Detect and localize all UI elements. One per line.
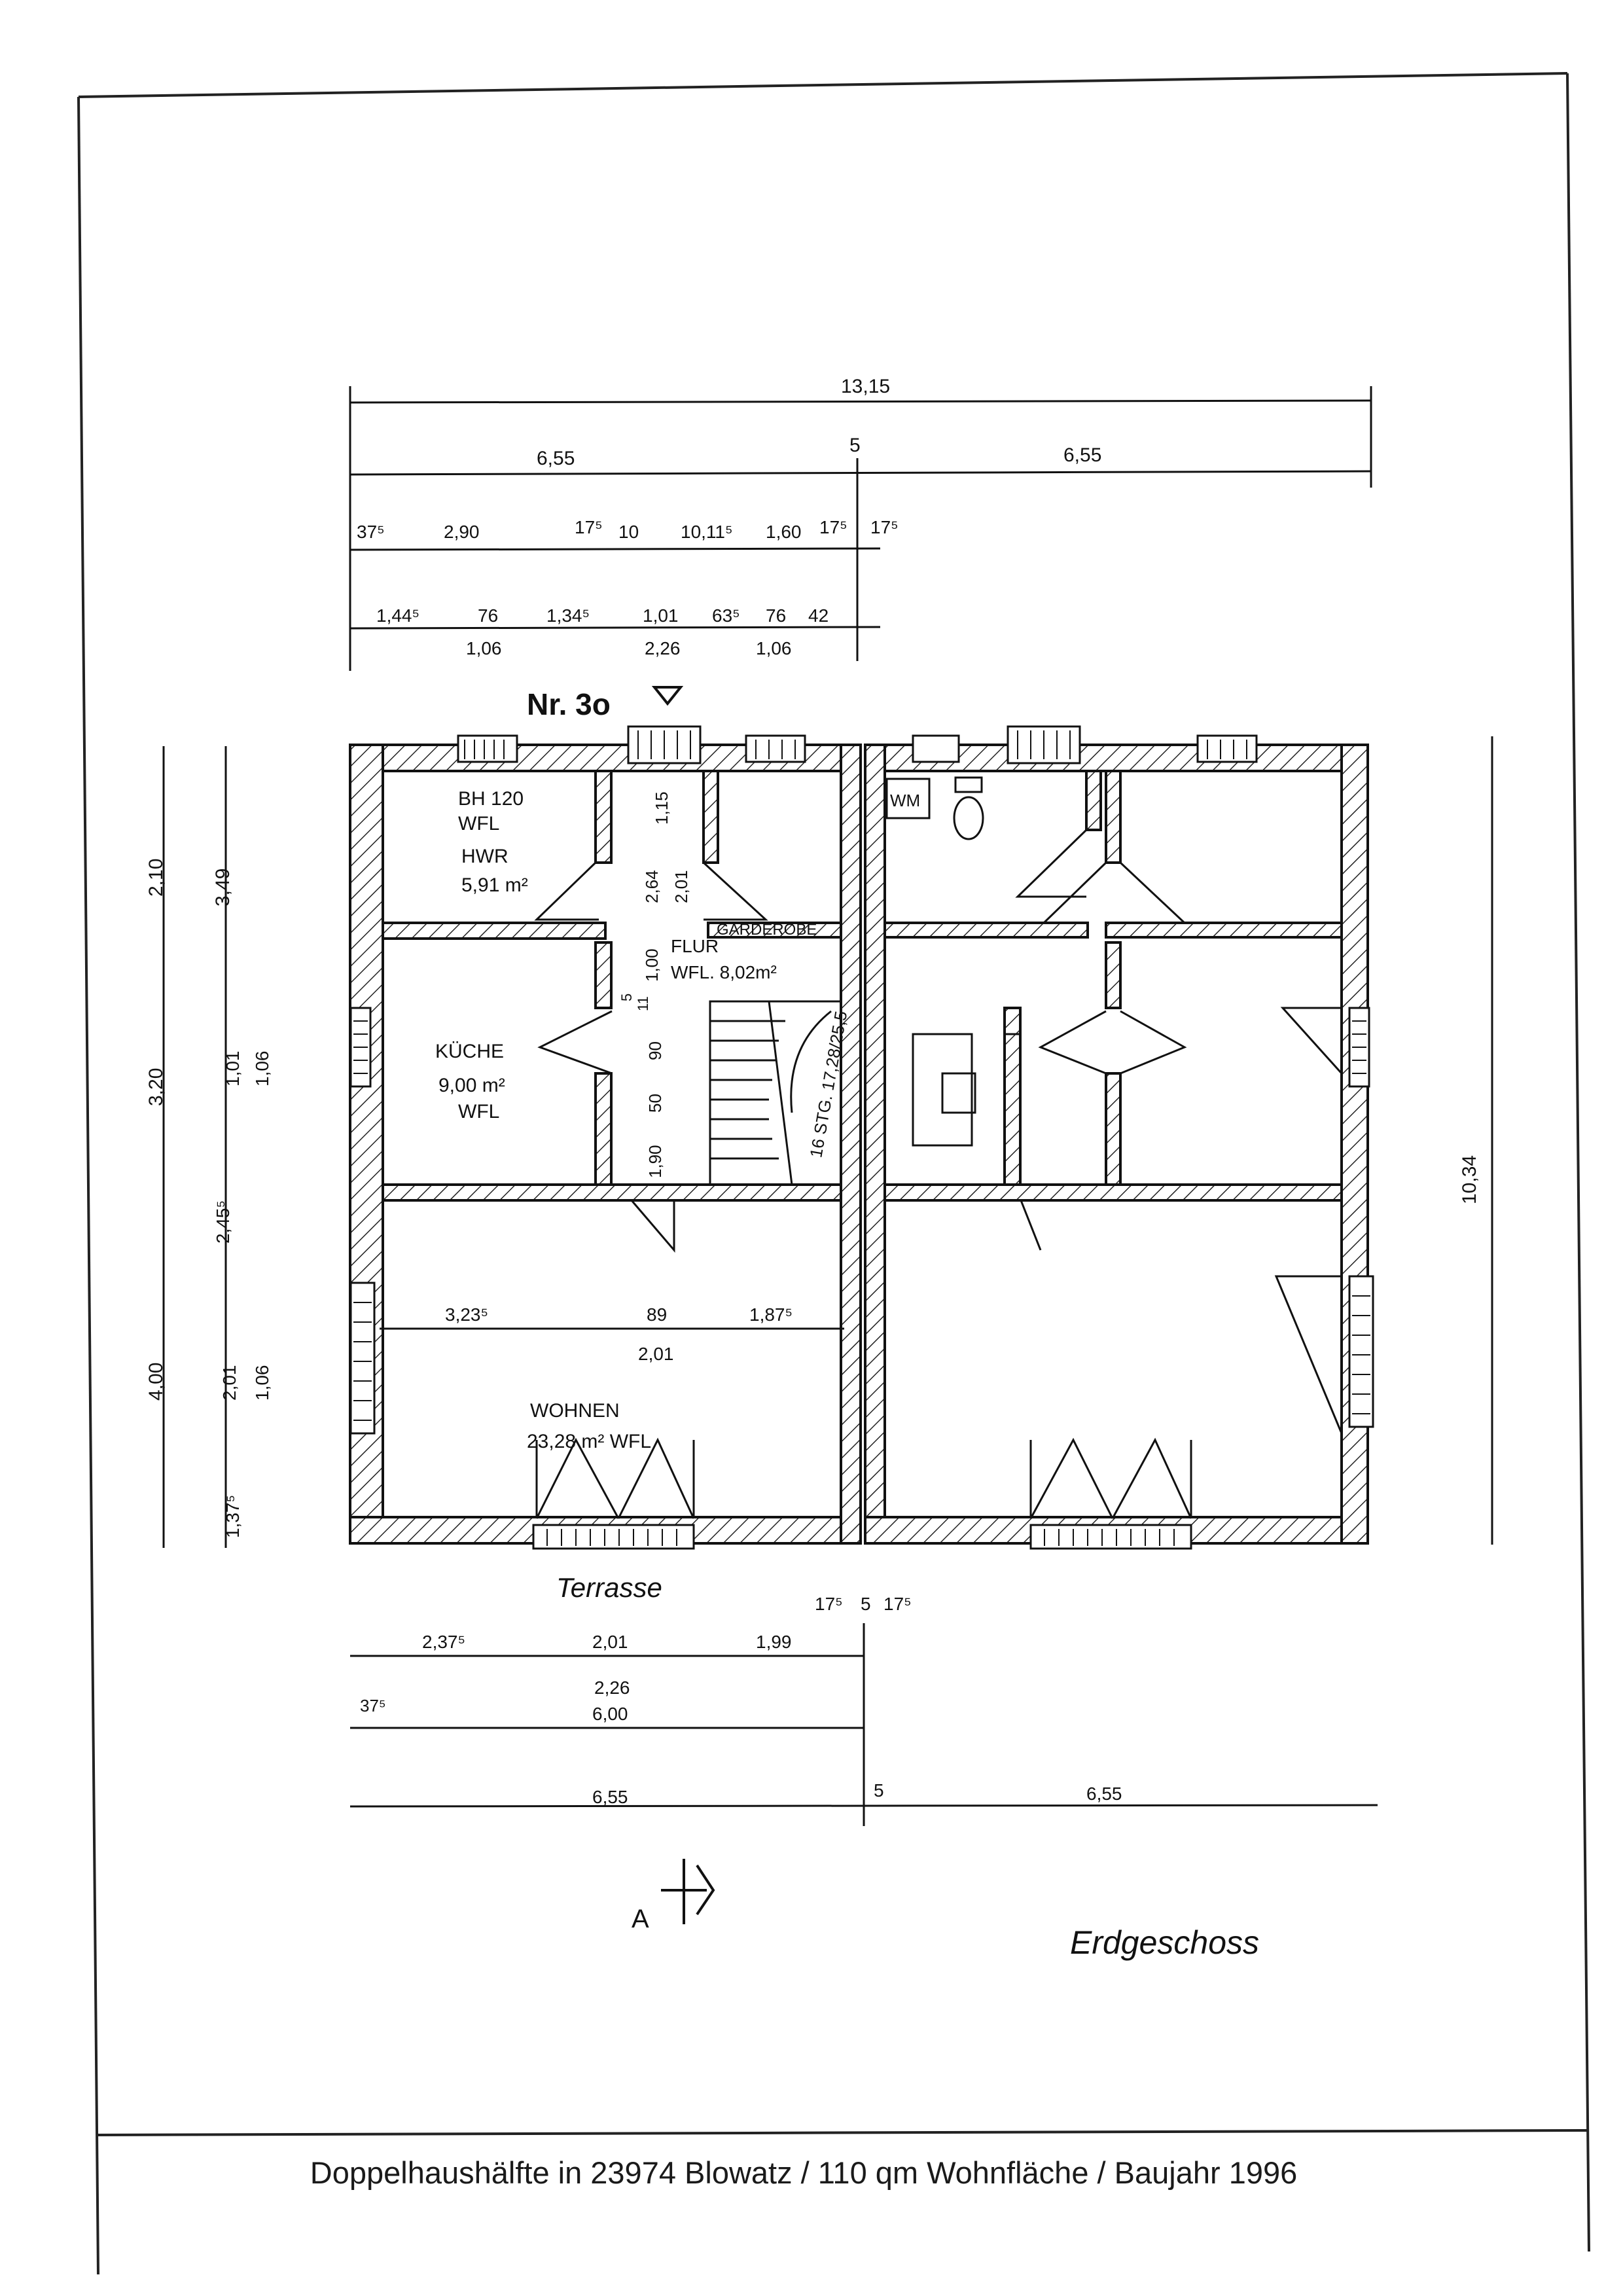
dim-int-4: 11	[635, 996, 651, 1011]
hwr-area: 5,91 m²	[461, 874, 528, 896]
dim-row3-1: 2,90	[444, 522, 480, 542]
dim-bottom1-2: 1,99	[756, 1632, 792, 1652]
section-label: A	[632, 1905, 649, 1933]
dim-bottom2-0: 2,26	[594, 1677, 630, 1698]
dim-wohnen-2: 1,87⁵	[749, 1304, 793, 1325]
dim-bottom2-1: 6,00	[592, 1704, 628, 1724]
flur-area: WFL. 8,02m²	[671, 962, 777, 982]
dim-row4-4: 63⁵	[712, 605, 740, 626]
dim-row4b-2: 1,06	[756, 638, 792, 658]
dim-row4-2: 1,34⁵	[546, 605, 590, 626]
dim-int-2: 2,64	[642, 870, 662, 903]
dim-row4-1: 76	[478, 605, 498, 626]
garderobe-label: GARDEROBE	[717, 921, 817, 939]
flur-name: FLUR	[671, 936, 719, 956]
dim-bottom3-2: 6,55	[1086, 1784, 1122, 1804]
dim-bottom1-0: 2,37⁵	[422, 1632, 465, 1652]
footer-caption: Doppelhaushälfte in 23974 Blowatz / 110 …	[310, 2155, 1298, 2190]
dim-row4-3: 1,01	[643, 605, 679, 626]
dim-int-3: 1,00	[642, 948, 662, 982]
dim-int-0: 1,15	[652, 791, 671, 825]
dim-bottom1-3: 17⁵	[815, 1594, 843, 1614]
dim-row3-2: 17⁵	[575, 517, 603, 537]
staircase	[709, 1000, 842, 1186]
dim-row4b-0: 1,06	[466, 638, 502, 658]
dim-row4-0: 1,44⁵	[376, 605, 419, 626]
dimension-lines	[162, 386, 1493, 1826]
dim-row3-3: 10	[618, 522, 639, 542]
dim-bottom1-1: 2,01	[592, 1632, 628, 1652]
window-mullions	[353, 730, 1370, 1546]
dim-row3-4: 10,11⁵	[681, 522, 733, 542]
dim-left-1: 3,20	[145, 1068, 167, 1106]
dim-row4b-1: 2,26	[645, 638, 681, 658]
dim-row3-5: 1,60	[766, 522, 802, 542]
dim-wohnen-0: 3,23⁵	[445, 1304, 488, 1325]
section-marker	[661, 1859, 715, 1924]
dim-row3-0: 37⁵	[357, 522, 385, 542]
kueche-name: KÜCHE	[435, 1041, 504, 1062]
dim-left-0: 2,10	[145, 859, 167, 897]
dim-left-inner-1: 1,01	[223, 1051, 243, 1087]
dim-int-5: 5	[618, 994, 635, 1001]
dim-top-right: 6,55	[1063, 444, 1101, 466]
dim-top-mid: 5	[849, 435, 861, 456]
dim-left-inner-0: 3,49	[212, 869, 234, 906]
dim-bottom3-0: 6,55	[592, 1787, 628, 1807]
dim-bottom1-5: 17⁵	[883, 1594, 912, 1614]
sanitary-fixtures	[885, 776, 984, 840]
dim-wohnen-3: 2,01	[638, 1344, 674, 1364]
dim-top-left: 6,55	[537, 448, 575, 469]
dim-left-inner-5: 1,06	[252, 1365, 272, 1401]
kueche-wfl: WFL	[458, 1101, 499, 1122]
dim-left-2: 4,00	[145, 1363, 167, 1401]
dim-wohnen-1: 89	[647, 1304, 667, 1325]
wohnen-area: 23,28 m² WFL	[527, 1431, 651, 1452]
hwr-line3: HWR	[461, 846, 508, 867]
dim-int-1: 2,01	[671, 870, 691, 903]
house-number: Nr. 3o	[527, 687, 611, 721]
hwr-line2: WFL	[458, 813, 499, 834]
dim-bottom3-1: 5	[874, 1780, 884, 1801]
north-arrow-icon	[651, 686, 684, 706]
dim-left-inner-6: 1,37⁵	[223, 1495, 243, 1538]
hwr-line1: BH 120	[458, 788, 524, 810]
floor-name: Erdgeschoss	[1070, 1924, 1259, 1961]
dim-int-6: 90	[645, 1041, 665, 1060]
dim-right-total: 10,34	[1459, 1155, 1480, 1204]
dim-row3-6: 17⁵	[819, 517, 847, 537]
dim-row4-5: 76	[766, 605, 786, 626]
kueche-area: 9,00 m²	[438, 1075, 505, 1096]
dim-row4-6: 42	[808, 605, 829, 626]
page-frame	[77, 72, 1590, 2275]
dim-bottom2-2: 37⁵	[360, 1696, 386, 1715]
dim-row3-7: 17⁵	[870, 517, 899, 537]
wohnen-name: WOHNEN	[530, 1400, 620, 1422]
wm-label: WM	[890, 791, 920, 810]
dim-top-total: 13,15	[841, 376, 890, 397]
dim-left-inner-2: 1,06	[252, 1051, 272, 1087]
dim-int-8: 1,90	[645, 1145, 665, 1178]
door-swings	[534, 829, 1343, 1519]
dim-left-inner-3: 2,45⁵	[213, 1200, 233, 1244]
dim-int-7: 50	[645, 1094, 665, 1113]
dim-left-inner-4: 2,01	[219, 1365, 240, 1401]
terrace-label: Terrasse	[556, 1572, 662, 1603]
dim-bottom1-4: 5	[861, 1594, 871, 1614]
